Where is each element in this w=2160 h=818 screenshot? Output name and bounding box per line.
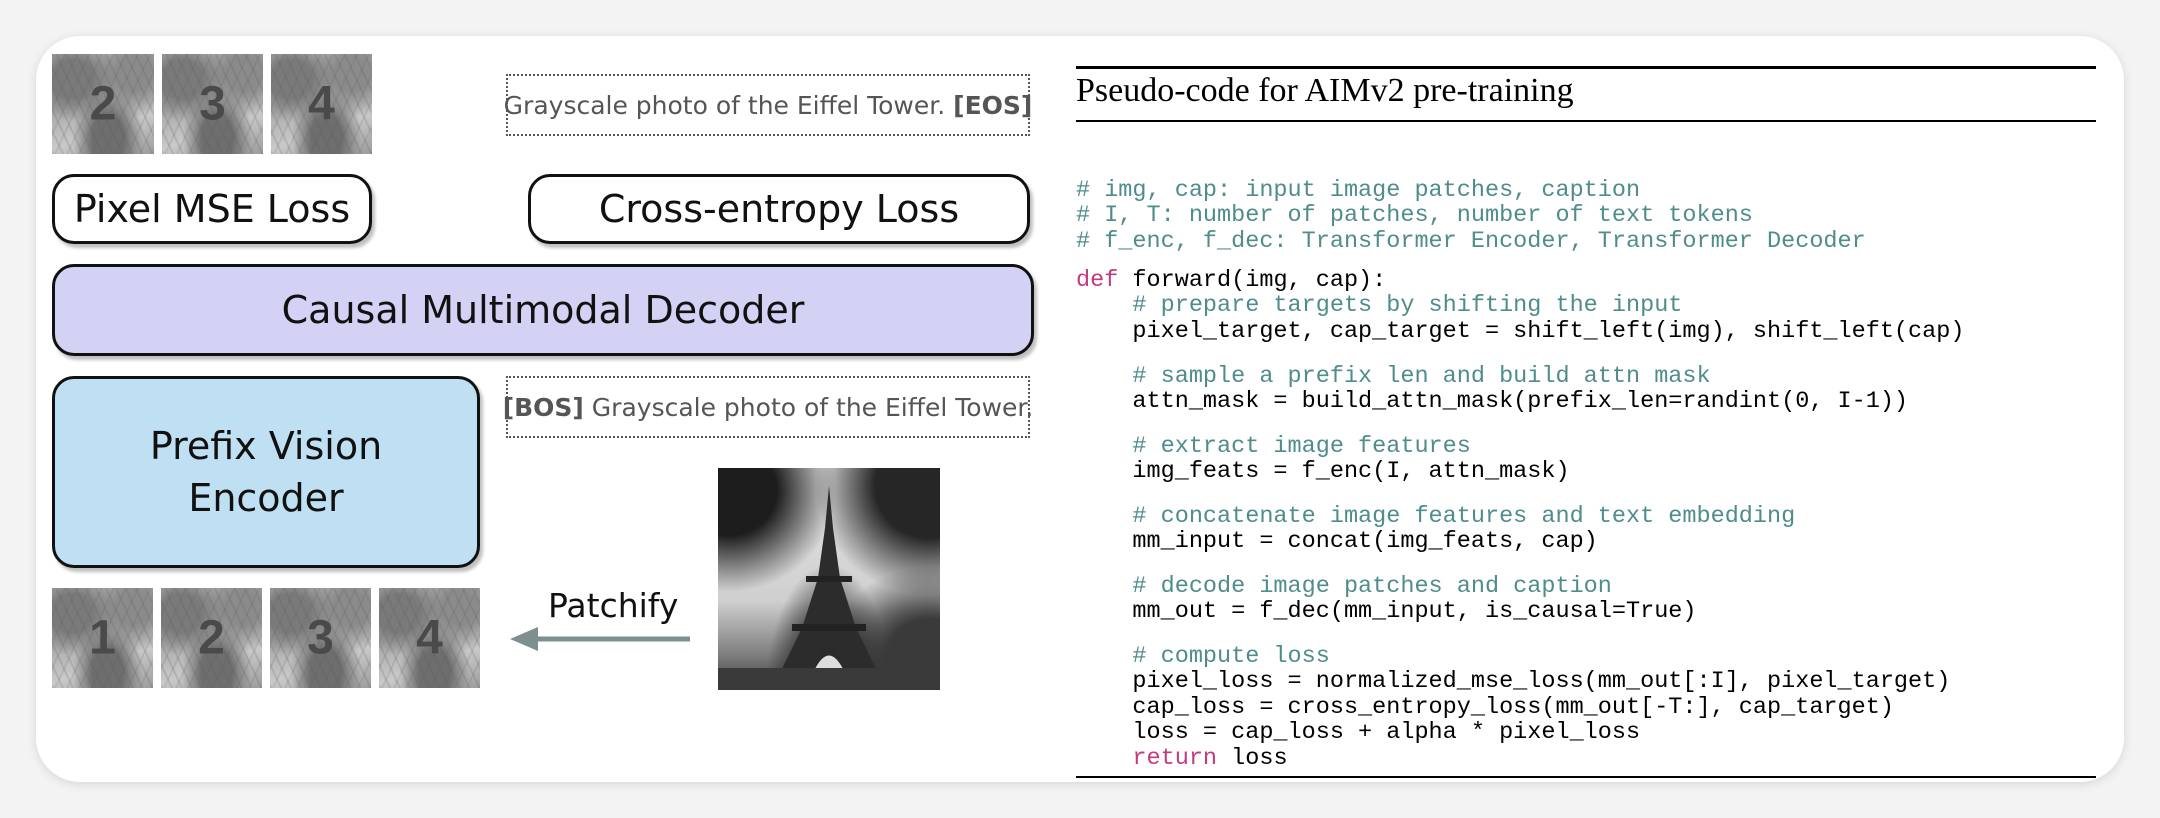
decoder-label: Causal Multimodal Decoder	[281, 288, 805, 332]
output-patch-4: 4	[271, 54, 372, 154]
patch-number: 2	[89, 77, 117, 131]
patch-number: 3	[199, 77, 226, 131]
eiffel-tower-photo	[718, 468, 940, 690]
eos-token: [EOS]	[953, 90, 1033, 120]
code-comment: # sample a prefix len and build attn mas…	[1076, 362, 1711, 390]
code-comment: # concatenate image features and text em…	[1076, 502, 1796, 530]
code-line: pixel_target, cap_target = shift_left(im…	[1076, 317, 1965, 345]
code-keyword: def	[1076, 266, 1119, 294]
code-comment: # f_enc, f_dec: Transformer Encoder, Tra…	[1076, 227, 1866, 255]
code-comment: # compute loss	[1076, 642, 1330, 670]
code-block-loss: # compute loss pixel_loss = normalized_m…	[1076, 618, 1950, 771]
input-caption-text: Grayscale photo of the Eiffel Tower.	[583, 392, 1034, 422]
input-patch-1: 1	[52, 588, 153, 688]
code-comment: # I, T: number of patches, number of tex…	[1076, 202, 1753, 229]
code-line: mm_out = f_dec(mm_input, is_causal=True)	[1076, 598, 1697, 625]
input-patch-4: 4	[379, 588, 480, 688]
code-header-comments: # img, cap: input image patches, caption…	[1076, 152, 1866, 254]
bottom-rule	[1076, 776, 2096, 778]
input-patch-2: 2	[161, 588, 262, 688]
code-line: img_feats = f_enc(I, attn_mask)	[1076, 458, 1570, 485]
prefix-vision-encoder: Prefix Vision Encoder	[52, 376, 480, 568]
input-caption: [BOS] Grayscale photo of the Eiffel Towe…	[502, 376, 1034, 438]
title-rule	[1076, 120, 2096, 122]
code-block-mask: # sample a prefix len and build attn mas…	[1076, 338, 1908, 415]
output-patch-3: 3	[162, 54, 263, 154]
code-comment: # decode image patches and caption	[1076, 572, 1612, 600]
eiffel-tower-icon	[718, 486, 940, 690]
encoder-label-line2: Encoder	[188, 476, 344, 520]
code-line: loss	[1217, 744, 1288, 772]
code-line: attn_mask = build_attn_mask(prefix_len=r…	[1076, 388, 1909, 415]
pixel-mse-loss-box: Pixel MSE Loss	[52, 174, 372, 244]
patch-number: 4	[416, 611, 443, 665]
output-caption: Grayscale photo of the Eiffel Tower. [EO…	[503, 74, 1033, 136]
top-rule	[1076, 66, 2096, 69]
code-block-decode: # decode image patches and caption mm_ou…	[1076, 548, 1697, 625]
code-line: pixel_loss = normalized_mse_loss(mm_out[…	[1076, 668, 1951, 695]
bos-token: [BOS]	[502, 392, 584, 422]
output-patch-2: 2	[52, 54, 154, 154]
code-comment: # img, cap: input image patches, caption	[1076, 176, 1641, 204]
encoder-label-line1: Prefix Vision	[149, 424, 383, 468]
causal-multimodal-decoder: Causal Multimodal Decoder	[52, 264, 1034, 356]
code-line: forward(img, cap):	[1118, 266, 1387, 294]
code-body: def forward(img, cap): # prepare targets…	[1076, 242, 1964, 344]
cross-entropy-loss-label: Cross-entropy Loss	[598, 187, 960, 231]
code-comment: # extract image features	[1076, 432, 1471, 460]
output-caption-text: Grayscale photo of the Eiffel Tower.	[503, 90, 954, 120]
cross-entropy-loss-box: Cross-entropy Loss	[528, 174, 1030, 244]
patchify-arrow	[510, 627, 690, 651]
pseudocode-title: Pseudo-code for AIMv2 pre-training	[1076, 72, 1574, 109]
code-keyword: return	[1076, 744, 1218, 772]
code-line: cap_loss = cross_entropy_loss(mm_out[-T:…	[1076, 693, 1894, 721]
code-block-features: # extract image features img_feats = f_e…	[1076, 408, 1570, 485]
code-line: loss = cap_loss + alpha * pixel_loss	[1076, 719, 1641, 746]
code-block-concat: # concatenate image features and text em…	[1076, 478, 1795, 555]
patch-number: 2	[198, 611, 225, 665]
pixel-mse-loss-label: Pixel MSE Loss	[73, 187, 351, 231]
patch-number: 4	[308, 77, 335, 131]
code-comment: # prepare targets by shifting the input	[1076, 292, 1683, 319]
code-line: mm_input = concat(img_feats, cap)	[1076, 528, 1598, 555]
input-patch-3: 3	[270, 588, 371, 688]
patchify-label: Patchify	[548, 586, 679, 625]
patch-number: 1	[89, 611, 116, 665]
patch-number: 3	[307, 611, 334, 665]
